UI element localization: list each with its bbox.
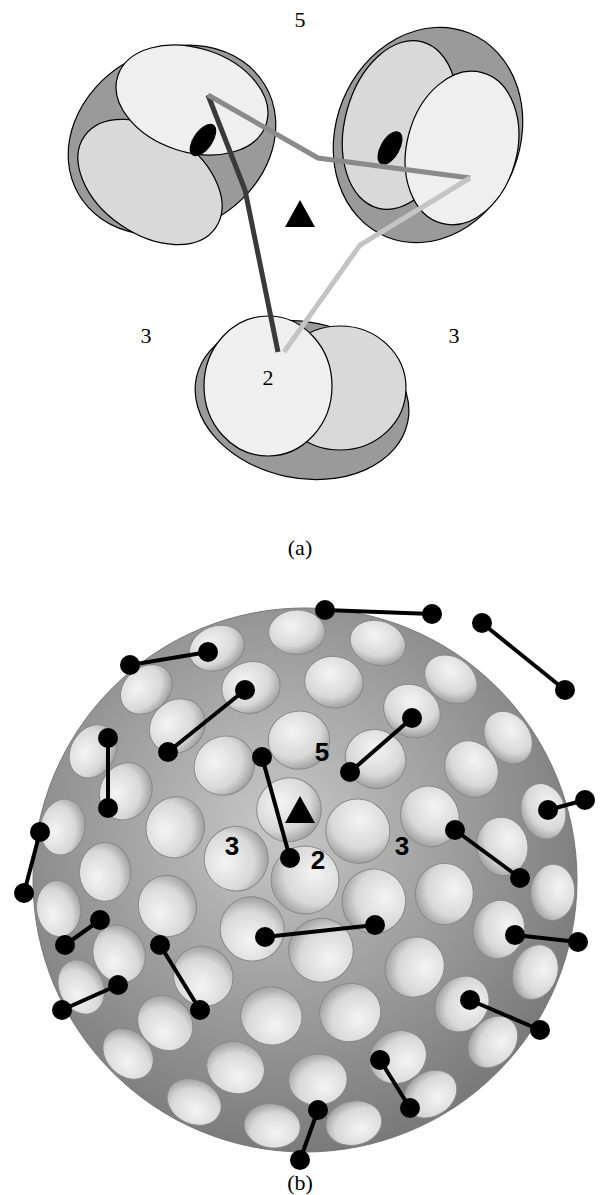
dimer-link bbox=[470, 1000, 540, 1030]
dimer-link bbox=[262, 757, 290, 858]
capsomer-protrusion bbox=[301, 652, 366, 711]
threefold-symbol bbox=[285, 796, 315, 823]
dimer-link bbox=[325, 610, 432, 614]
subunit-dot bbox=[52, 1000, 72, 1020]
subunit-dot bbox=[252, 747, 272, 767]
subunit-dot bbox=[308, 1100, 328, 1120]
subunit-dot bbox=[555, 680, 575, 700]
subunit-dot bbox=[422, 604, 442, 624]
capsomer-protrusion bbox=[474, 702, 543, 774]
symmetry-label: 2 bbox=[263, 367, 274, 389]
symmetry-label: 3 bbox=[395, 833, 409, 859]
capsomer-protrusion bbox=[529, 863, 576, 922]
capsomer-protrusion bbox=[159, 1070, 229, 1135]
panel-label: (b) bbox=[287, 1172, 313, 1194]
subunit-dot bbox=[108, 975, 128, 995]
subunit-dot bbox=[445, 820, 465, 840]
capsomer-protrusion bbox=[250, 772, 327, 848]
capsomer-protrusion bbox=[458, 1006, 528, 1078]
subunit-dot bbox=[510, 868, 530, 888]
subunit-dot bbox=[190, 1000, 210, 1020]
capsomer-protrusion bbox=[60, 716, 127, 787]
connection-line bbox=[208, 95, 470, 178]
capsomer-protrusion bbox=[183, 618, 251, 679]
subunit-dot bbox=[30, 822, 50, 842]
dimer-link bbox=[482, 623, 565, 690]
subunit-dot bbox=[255, 927, 275, 947]
subunit-dot bbox=[460, 990, 480, 1010]
subunit-dot bbox=[315, 600, 335, 620]
dimer-link bbox=[350, 718, 412, 772]
subunit-dot bbox=[235, 680, 255, 700]
threefold-symbol bbox=[285, 200, 315, 227]
capsomer-protrusion bbox=[344, 614, 411, 673]
subunit-dot bbox=[400, 1098, 420, 1118]
symmetry-label: 3 bbox=[449, 325, 460, 347]
capsomer-protrusion bbox=[271, 846, 339, 914]
capsomer-protrusion bbox=[49, 952, 113, 1022]
dimer-schematic bbox=[33, 0, 554, 499]
subunit-dot bbox=[14, 883, 34, 903]
dimer-link bbox=[130, 652, 208, 665]
dimer-link bbox=[455, 830, 520, 878]
capsomer-protrusion bbox=[282, 912, 359, 988]
capsomer-protrusion bbox=[235, 980, 309, 1051]
capsomer-protrusion bbox=[111, 654, 183, 724]
capsomer-protrusion bbox=[322, 1096, 386, 1150]
subunit-dot bbox=[538, 800, 558, 820]
subunit-dot bbox=[55, 935, 75, 955]
dimer-link bbox=[265, 925, 375, 937]
subunit-dot bbox=[98, 798, 118, 818]
capsomer-protrusion bbox=[412, 861, 476, 928]
capsomer-protrusion bbox=[267, 710, 331, 771]
dimer bbox=[301, 0, 554, 271]
subunit-dot bbox=[568, 932, 588, 952]
dimer bbox=[33, 8, 310, 272]
subunit-dot bbox=[158, 742, 178, 762]
subunit-dot bbox=[150, 935, 170, 955]
capsomer-protrusion bbox=[504, 938, 566, 1007]
capsomer-protrusion bbox=[395, 1061, 466, 1128]
subunit-dot bbox=[505, 925, 525, 945]
capsomer-protrusion bbox=[415, 645, 487, 714]
capsomer-protrusion bbox=[93, 1018, 164, 1089]
subunit-dot bbox=[365, 915, 385, 935]
subunit-dot bbox=[290, 1150, 310, 1170]
subunit-dot bbox=[90, 910, 110, 930]
subunit-dot bbox=[402, 708, 422, 728]
subunit-dot bbox=[198, 642, 218, 662]
subunit-dot bbox=[370, 1050, 390, 1070]
capsomer-protrusion bbox=[287, 1052, 349, 1107]
capsomer-protrusion bbox=[133, 870, 201, 941]
dimer-link bbox=[160, 945, 200, 1010]
symmetry-label: 5 bbox=[315, 739, 329, 765]
subunit-dot bbox=[280, 848, 300, 868]
capsomer-protrusion bbox=[241, 1100, 303, 1151]
capsid-surface bbox=[14, 600, 595, 1170]
symmetry-label: 2 bbox=[311, 847, 325, 873]
capsomer-protrusion bbox=[312, 786, 403, 877]
capsomer-protrusion bbox=[33, 878, 83, 939]
subunit-dot bbox=[340, 762, 360, 782]
subunit-dot bbox=[530, 1020, 550, 1040]
symmetry-label: 3 bbox=[141, 325, 152, 347]
subunit-dot bbox=[472, 613, 492, 633]
symmetry-label: 5 bbox=[295, 9, 306, 31]
subunit-dot bbox=[98, 728, 118, 748]
capsomer-protrusion bbox=[514, 778, 572, 844]
symmetry-label: 3 bbox=[225, 833, 239, 859]
capsomer-protrusion bbox=[312, 975, 389, 1050]
connection-line bbox=[208, 95, 278, 352]
dimer-link bbox=[106, 738, 110, 808]
capsomer-protrusion bbox=[78, 842, 132, 903]
subunit-dot bbox=[575, 790, 595, 810]
panel-label: (a) bbox=[288, 537, 312, 559]
subunit-dot bbox=[120, 655, 140, 675]
dimer-link bbox=[168, 690, 245, 752]
connection-line bbox=[284, 178, 470, 352]
